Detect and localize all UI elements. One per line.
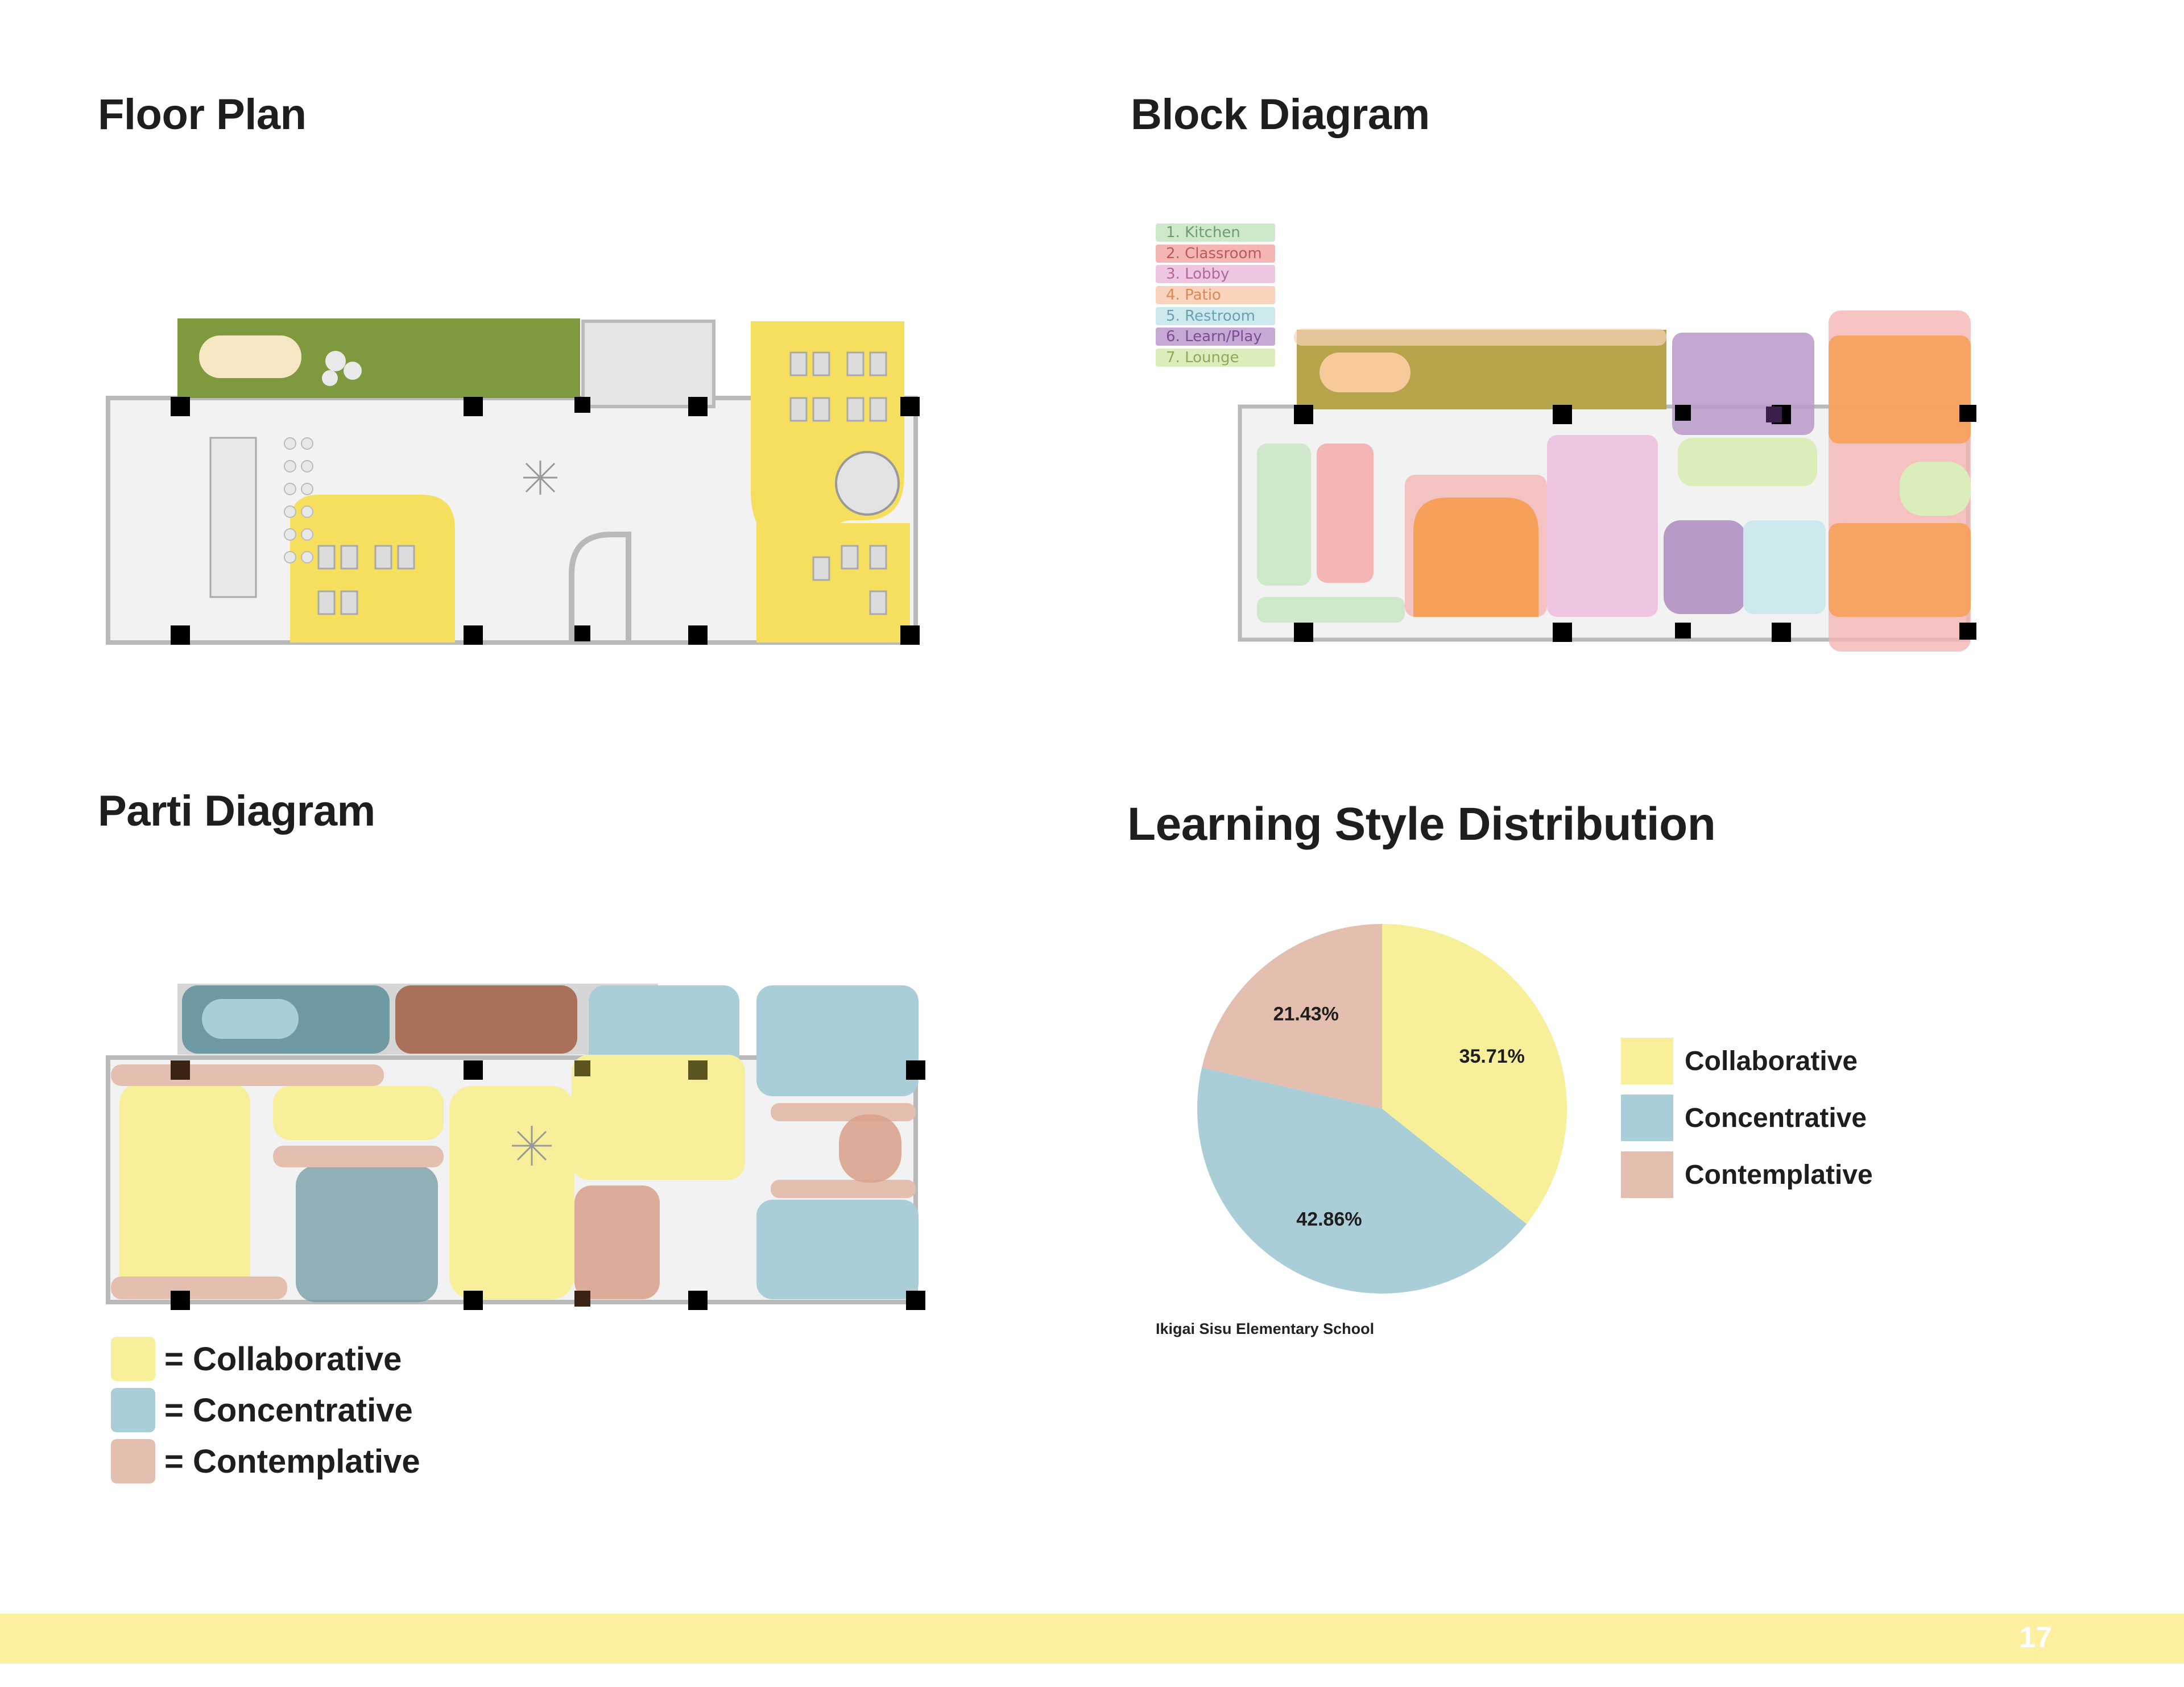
pie-legend-concentrative: Concentrative — [1621, 1095, 1873, 1141]
collaborative-swatch — [111, 1337, 155, 1381]
pie-legend-collaborative: Collaborative — [1621, 1038, 1873, 1084]
legend-patio: 4. Patio — [1156, 286, 1275, 305]
pie-legend-label: Collaborative — [1685, 1046, 1858, 1076]
contemplative-swatch — [1621, 1151, 1673, 1198]
footer-band — [0, 1614, 2184, 1664]
block-diagram-drawing — [1234, 307, 1979, 654]
parti-legend-label: = Contemplative — [164, 1443, 420, 1480]
contemplative-swatch — [111, 1439, 155, 1483]
concentrative-swatch — [1621, 1095, 1673, 1141]
pie-legend-contemplative: Contemplative — [1621, 1151, 1873, 1198]
pie-legend-label: Contemplative — [1685, 1159, 1873, 1190]
pie-slice-collaborative — [1382, 924, 1567, 1224]
parti-legend-label: = Concentrative — [164, 1391, 413, 1429]
pie-slice-concentrative — [1197, 1067, 1527, 1294]
pie-legend-label: Concentrative — [1685, 1102, 1867, 1133]
legend-lounge: 7. Lounge — [1156, 349, 1275, 367]
floor-plan-title: Floor Plan — [98, 90, 307, 139]
parti-legend: = Collaborative = Concentrative = Contem… — [111, 1336, 420, 1490]
legend-lobby: 3. Lobby — [1156, 265, 1275, 284]
block-diagram-legend: 1. Kitchen 2. Classroom 3. Lobby 4. Pati… — [1156, 223, 1275, 370]
pie-label-contemplative: 21.43% — [1273, 1003, 1339, 1025]
concentrative-swatch — [111, 1388, 155, 1432]
legend-learn-play: 6. Learn/Play — [1156, 328, 1275, 346]
pie-label-collaborative: 35.71% — [1459, 1046, 1525, 1067]
floor-plan-drawing — [102, 307, 927, 648]
pie-caption: Ikigai Sisu Elementary School — [1156, 1320, 1375, 1337]
learning-style-distribution-title: Learning Style Distribution — [1127, 798, 1716, 850]
page-number: 17 — [2019, 1621, 2052, 1654]
learning-style-pie-chart: 35.71% 42.86% 21.43% — [1197, 924, 1567, 1294]
pie-slice-contemplative — [1202, 924, 1382, 1109]
parti-legend-collaborative: = Collaborative — [111, 1336, 420, 1382]
parti-diagram-drawing — [102, 975, 933, 1316]
legend-classroom: 2. Classroom — [1156, 244, 1275, 263]
collaborative-swatch — [1621, 1038, 1673, 1084]
block-diagram-title: Block Diagram — [1131, 90, 1430, 139]
parti-diagram-title: Parti Diagram — [98, 787, 375, 835]
pie-legend: Collaborative Concentrative Contemplativ… — [1621, 1038, 1873, 1208]
pie-label-concentrative: 42.86% — [1296, 1208, 1362, 1230]
legend-restroom: 5. Restroom — [1156, 306, 1275, 325]
parti-legend-contemplative: = Contemplative — [111, 1439, 420, 1484]
parti-legend-concentrative: = Concentrative — [111, 1387, 420, 1433]
legend-kitchen: 1. Kitchen — [1156, 223, 1275, 242]
parti-legend-label: = Collaborative — [164, 1340, 402, 1378]
